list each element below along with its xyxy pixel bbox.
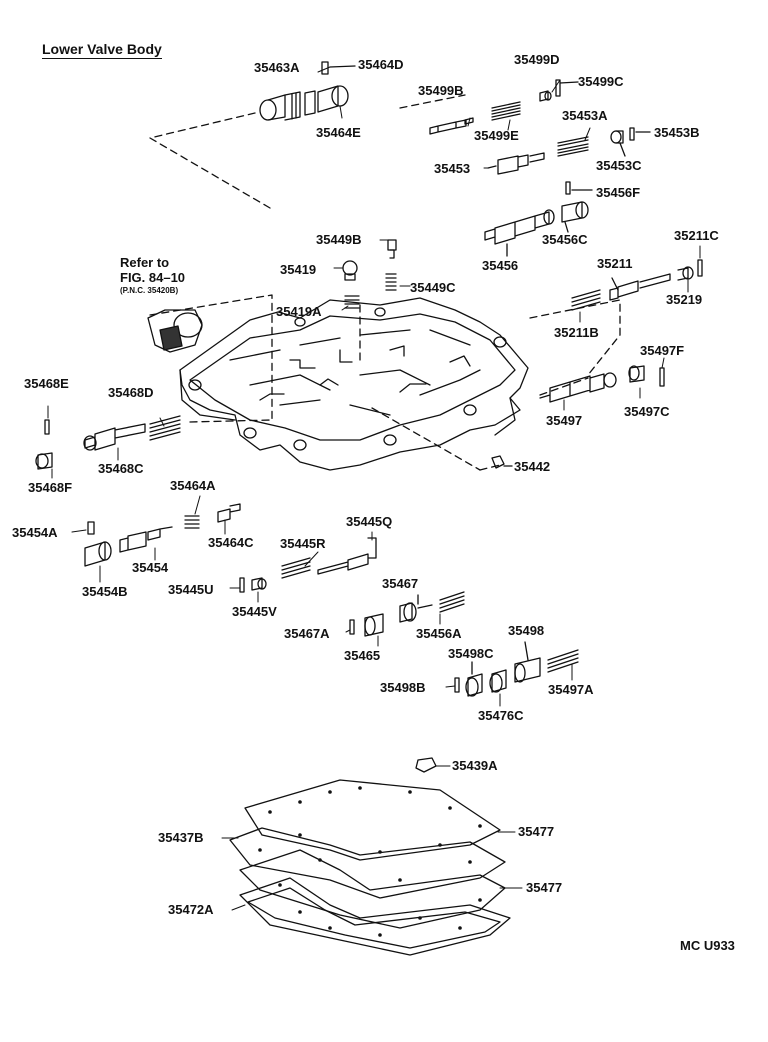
part-label-35464C[interactable]: 35464C (208, 535, 254, 550)
part-label-35467A[interactable]: 35467A (284, 626, 330, 641)
part-label-35463A[interactable]: 35463A (254, 60, 300, 75)
part-label-35468C[interactable]: 35468C (98, 461, 144, 476)
valve-group-35449 (342, 239, 397, 309)
part-label-35454B[interactable]: 35454B (82, 584, 128, 599)
part-label-35453B[interactable]: 35453B (654, 125, 700, 140)
part-label-35465[interactable]: 35465 (344, 648, 381, 663)
part-label-35449B[interactable]: 35449B (316, 232, 362, 247)
part-label-35456C[interactable]: 35456C (542, 232, 588, 247)
refer-line-3: (P.N.C. 35420B) (120, 286, 179, 295)
part-label-35498[interactable]: 35498 (508, 623, 545, 638)
part-label-35497A[interactable]: 35497A (548, 682, 594, 697)
figure-code: MC U933 (680, 938, 735, 953)
part-label-35498B[interactable]: 35498B (380, 680, 426, 695)
part-label-35472A[interactable]: 35472A (168, 902, 214, 917)
part-label-35477-lower[interactable]: 35477 (526, 880, 563, 895)
valve-group-35468 (35, 415, 181, 470)
diagram-title: Lower Valve Body (42, 41, 162, 59)
part-label-35477-upper[interactable]: 35477 (518, 824, 555, 839)
part-label-35454A[interactable]: 35454A (12, 525, 58, 540)
part-label-35453C[interactable]: 35453C (596, 158, 642, 173)
solenoid-part (147, 309, 203, 353)
valve-group-35454 (84, 503, 241, 567)
part-label-35445R[interactable]: 35445R (280, 536, 326, 551)
part-label-35497[interactable]: 35497 (546, 413, 583, 428)
part-label-35419A[interactable]: 35419A (276, 304, 322, 319)
part-label-35445Q[interactable]: 35445Q (346, 514, 393, 529)
part-label-35476C[interactable]: 35476C (478, 708, 524, 723)
refer-line-1: Refer to (120, 255, 170, 270)
part-label-35453A[interactable]: 35453A (562, 108, 608, 123)
valve-group-35445 (239, 537, 377, 593)
part-label-35437B[interactable]: 35437B (158, 830, 204, 845)
valve-group-35467 (349, 591, 465, 637)
part-label-35449C[interactable]: 35449C (410, 280, 456, 295)
part-label-35419[interactable]: 35419 (280, 262, 317, 277)
leader-lines (47, 66, 701, 911)
valve-body-casting (179, 297, 529, 471)
part-label-35453[interactable]: 35453 (434, 161, 471, 176)
valve-group-35453 (487, 127, 651, 175)
part-label-35211B[interactable]: 35211B (554, 325, 599, 340)
part-label-35211[interactable]: 35211 (597, 256, 633, 271)
part-label-35445U[interactable]: 35445U (168, 582, 214, 597)
part-label-35468E[interactable]: 35468E (24, 376, 69, 391)
valve-group-35463 (259, 61, 356, 121)
part-label-35211C[interactable]: 35211C (674, 228, 719, 243)
part-label-35499D[interactable]: 35499D (514, 52, 560, 67)
part-label-35456F[interactable]: 35456F (596, 185, 641, 200)
part-label-35464D[interactable]: 35464D (358, 57, 404, 72)
part-label-35468F[interactable]: 35468F (28, 480, 73, 495)
valve-group-35211 (571, 259, 703, 311)
part-label-35439A[interactable]: 35439A (452, 758, 498, 773)
part-label-35499B[interactable]: 35499B (418, 83, 464, 98)
valve-group-35497 (539, 365, 665, 403)
part-label-35467[interactable]: 35467 (382, 576, 419, 591)
part-label-35464A[interactable]: 35464A (170, 478, 216, 493)
refer-line-2: FIG. 84–10 (120, 270, 186, 285)
part-label-35498C[interactable]: 35498C (448, 646, 494, 661)
gasket-bolt-holes (258, 786, 482, 937)
part-label-35219[interactable]: 35219 (666, 292, 703, 307)
valve-group-35499 (429, 79, 579, 135)
part-label-35445V[interactable]: 35445V (232, 604, 277, 619)
part-label-35497C[interactable]: 35497C (624, 404, 670, 419)
part-label-35464E[interactable]: 35464E (316, 125, 361, 140)
plug-35442 (491, 455, 513, 469)
separator-plates (229, 779, 511, 956)
part-label-35468D[interactable]: 35468D (108, 385, 154, 400)
part-label-35454[interactable]: 35454 (132, 560, 169, 575)
part-label-35456A[interactable]: 35456A (416, 626, 462, 641)
part-label-35499C[interactable]: 35499C (578, 74, 624, 89)
part-label-35456[interactable]: 35456 (482, 258, 519, 273)
alignment-lines (149, 94, 621, 471)
part-label-35497F[interactable]: 35497F (640, 343, 685, 358)
part-label-35499E[interactable]: 35499E (474, 128, 519, 143)
valve-group-35456 (484, 181, 593, 257)
part-35439A (415, 757, 437, 773)
valve-group-35498 (454, 641, 579, 697)
part-label-35442[interactable]: 35442 (514, 459, 551, 474)
